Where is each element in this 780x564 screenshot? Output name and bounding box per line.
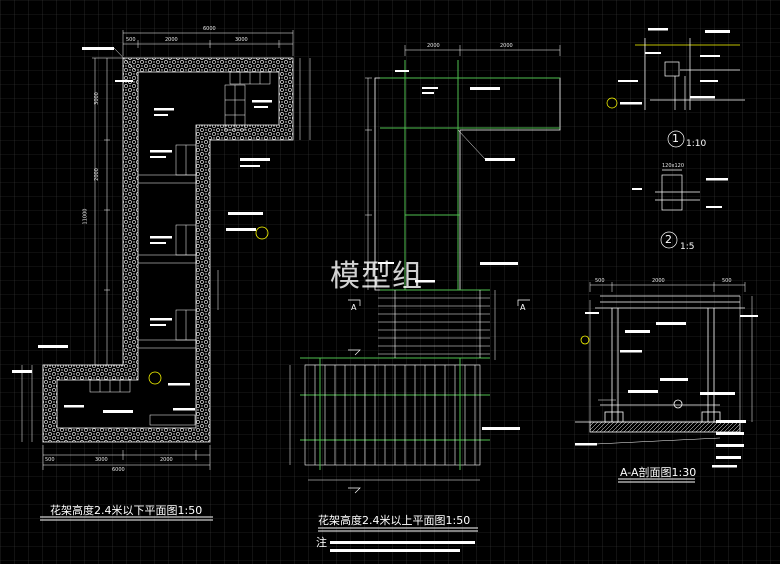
plan-lower-benches bbox=[89, 144, 197, 426]
dim-sec-b: 2000 bbox=[652, 278, 665, 284]
dim-top-total: 6000 bbox=[203, 26, 216, 32]
dim-bottom-c: 500 bbox=[45, 457, 55, 463]
detail-2 bbox=[632, 169, 728, 249]
note-bars bbox=[330, 541, 475, 552]
dim-bottom-b: 2000 bbox=[160, 457, 173, 463]
section-mark-right: A bbox=[520, 303, 526, 312]
dim-left-b: 2000 bbox=[93, 168, 100, 181]
plan-upper-section-marks bbox=[348, 299, 530, 494]
dim-upper-a: 2000 bbox=[427, 43, 440, 49]
dim-left-total: 11000 bbox=[82, 208, 89, 225]
plan-lower-labels bbox=[12, 47, 272, 413]
plan-upper-green-verticals bbox=[319, 358, 461, 470]
dim-left-a: 3000 bbox=[93, 92, 100, 105]
watermark: 模型组 bbox=[330, 259, 423, 294]
dim-sec-a: 500 bbox=[595, 278, 605, 284]
section-mark-left: A bbox=[351, 303, 357, 312]
plan-upper-title: 花架高度2.4米以上平面图1:50 bbox=[318, 514, 471, 527]
plan-lower-title: 花架高度2.4米以下平面图1:50 bbox=[50, 504, 203, 517]
detail-1-number: 1 bbox=[672, 132, 679, 145]
detail-1 bbox=[606, 28, 745, 148]
dim-det2: 120x120 bbox=[662, 163, 685, 169]
detail-2-number: 2 bbox=[665, 233, 672, 246]
plan-upper-slats bbox=[304, 364, 481, 466]
detail-1-marker bbox=[667, 130, 685, 148]
dim-top-c: 500 bbox=[126, 37, 136, 43]
dim-top-a: 2000 bbox=[165, 37, 178, 43]
dim-top-b: 3000 bbox=[235, 37, 248, 43]
title-underlines bbox=[40, 478, 695, 532]
plan-upper-beams bbox=[378, 290, 490, 358]
plan-lower-top-grid bbox=[224, 71, 271, 131]
detail-2-marker bbox=[660, 231, 678, 249]
plan-upper-dims bbox=[289, 45, 561, 481]
detail-1-scale: 1:10 bbox=[686, 139, 707, 149]
dim-bottom-a: 3000 bbox=[95, 457, 108, 463]
plan-upper bbox=[289, 45, 561, 494]
dim-bottom-total: 6000 bbox=[112, 467, 125, 473]
plan-upper-labels bbox=[378, 70, 520, 430]
section-title: A-A剖面图1:30 bbox=[620, 466, 697, 479]
dim-sec-c: 500 bbox=[722, 278, 732, 284]
detail-2-scale: 1:5 bbox=[680, 242, 695, 252]
section-aa bbox=[574, 282, 758, 468]
dim-upper-b: 2000 bbox=[500, 43, 513, 49]
plan-lower-callout bbox=[255, 226, 269, 240]
plan-lower-dims bbox=[21, 30, 311, 470]
plan-lower bbox=[12, 30, 311, 470]
note-label: 注 bbox=[316, 536, 327, 549]
